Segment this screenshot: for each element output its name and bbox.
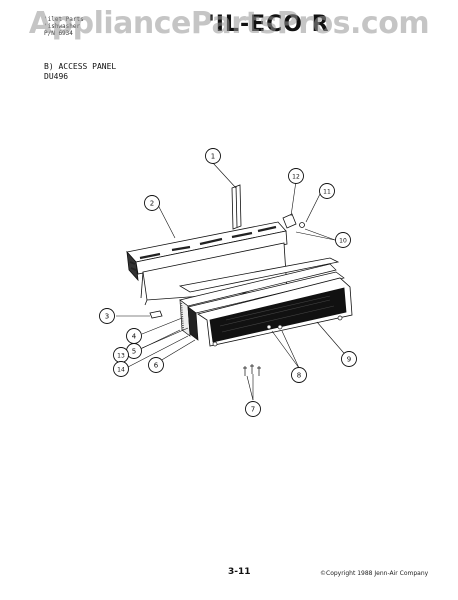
- callout-11: [319, 183, 335, 199]
- callout-1: [205, 148, 221, 164]
- callout-label-10: 10: [339, 238, 347, 245]
- callout-label-11: 11: [323, 189, 331, 196]
- callout-label-13: 13: [117, 353, 125, 360]
- callout-14: [113, 361, 129, 377]
- leader-lines: [116, 162, 350, 401]
- partial-title: 'IL-ECO R: [208, 12, 330, 37]
- callout-label-9: 9: [347, 356, 351, 364]
- copyright-notice: ©Copyright 1988 Jenn-Air Company: [320, 570, 429, 577]
- callout-label-8: 8: [297, 372, 301, 380]
- callout-label-6: 6: [154, 362, 159, 370]
- callout-9: [341, 351, 357, 367]
- model-number: DU496: [44, 72, 69, 81]
- clip-parts: [282, 213, 305, 229]
- gasket-layer: [187, 271, 345, 341]
- panel-body: [178, 257, 340, 293]
- small-bracket-3: [149, 310, 163, 319]
- callout-label-2: 2: [150, 200, 154, 208]
- callout-label-7: 7: [251, 406, 255, 414]
- callout-label-1: 1: [211, 153, 215, 161]
- front-panel-frame: [197, 277, 353, 347]
- callout-12: [288, 168, 304, 184]
- callout-label-3: 3: [105, 313, 109, 321]
- callout-10: [335, 232, 351, 248]
- screws: [212, 315, 343, 376]
- callout-circles: [99, 148, 357, 417]
- header-line-2: 'ishwasher: [44, 23, 81, 30]
- callout-label-4: 4: [132, 333, 137, 341]
- bracket-part: [231, 184, 242, 230]
- callout-label-12: 12: [292, 174, 300, 181]
- callout-6: [148, 357, 164, 373]
- callout-8: [291, 367, 307, 383]
- callout-7: [245, 401, 261, 417]
- callout-label-14: 14: [117, 367, 125, 374]
- callout-2: [144, 195, 160, 211]
- callout-3: [99, 308, 115, 324]
- header-line-3: P/N 6934: [44, 30, 73, 37]
- insulation-pad: [179, 263, 337, 337]
- page-number: 3-11: [228, 567, 251, 577]
- header-line-1: 'ilet Parts: [44, 16, 84, 23]
- section-title: B) ACCESS PANEL: [44, 62, 117, 71]
- callout-label-5: 5: [132, 348, 136, 356]
